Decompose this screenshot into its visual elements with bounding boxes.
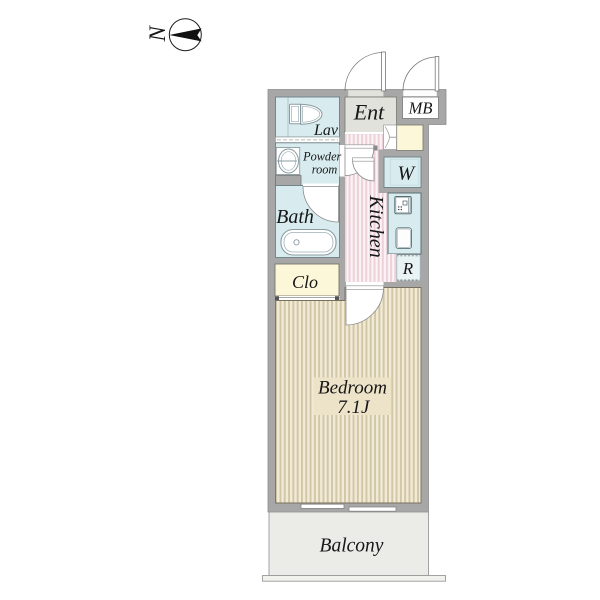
svg-text:Lav: Lav	[313, 122, 339, 139]
svg-text:MB: MB	[408, 99, 433, 118]
svg-text:Powder: Powder	[302, 149, 341, 163]
svg-text:Ent: Ent	[353, 100, 385, 125]
svg-text:room: room	[312, 163, 338, 177]
svg-text:7.1J: 7.1J	[337, 397, 371, 418]
svg-text:Bedroom: Bedroom	[318, 377, 387, 398]
svg-text:N: N	[145, 25, 170, 43]
svg-text:W: W	[397, 163, 416, 185]
svg-text:Clo: Clo	[292, 272, 318, 292]
svg-text:R: R	[402, 259, 414, 278]
svg-text:Bath: Bath	[276, 206, 314, 228]
svg-text:Kitchen: Kitchen	[365, 195, 387, 258]
svg-text:Balcony: Balcony	[320, 536, 384, 557]
